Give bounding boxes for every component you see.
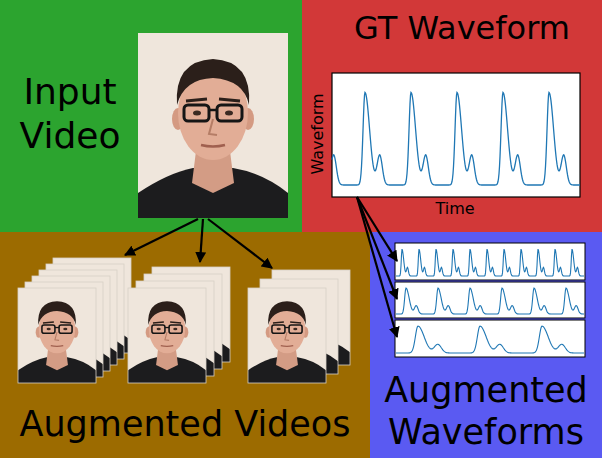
frame-edge xyxy=(248,288,326,383)
augmented-waveform-line xyxy=(396,326,584,353)
face-image xyxy=(138,33,288,218)
arrow-connector xyxy=(357,197,397,337)
augmented-video-stacks xyxy=(0,232,370,402)
panel-heading: Augmented Waveforms xyxy=(370,369,602,453)
video-frame xyxy=(18,288,96,383)
augmented-waveform-panel: Augmented Waveforms xyxy=(370,232,602,458)
augmented-waveform-line xyxy=(396,288,584,314)
axis-label: Waveform xyxy=(308,84,328,184)
gt-waveform-line xyxy=(332,92,580,185)
plot-frame xyxy=(332,73,580,197)
arrow-connector xyxy=(200,219,203,262)
gt-panel: GT WaveformWaveformTime xyxy=(302,0,602,232)
arrow-connector xyxy=(208,219,272,268)
waveform-plot xyxy=(331,72,581,198)
frame-edge xyxy=(128,288,206,383)
video-frame xyxy=(248,288,326,383)
face-photo xyxy=(138,33,288,218)
panel-heading: Input Video xyxy=(6,70,134,158)
input-panel: Input Video xyxy=(0,0,302,232)
augmented-video-panel: Augmented Videos xyxy=(0,232,370,458)
augmented-waveform-plots xyxy=(370,232,602,362)
augmented-waveform-line xyxy=(396,249,584,276)
panel-heading: Augmented Videos xyxy=(0,402,370,446)
arrow-connector xyxy=(357,197,397,261)
frame-edge xyxy=(18,288,96,383)
arrow-connector xyxy=(125,219,198,255)
panel-heading: GT Waveform xyxy=(312,8,602,48)
plot-frame xyxy=(395,243,585,280)
plot-frame xyxy=(395,282,585,318)
axis-label: Time xyxy=(425,199,485,219)
plot-frame xyxy=(395,320,585,357)
arrow-connector xyxy=(357,197,397,299)
video-frame xyxy=(128,288,206,383)
